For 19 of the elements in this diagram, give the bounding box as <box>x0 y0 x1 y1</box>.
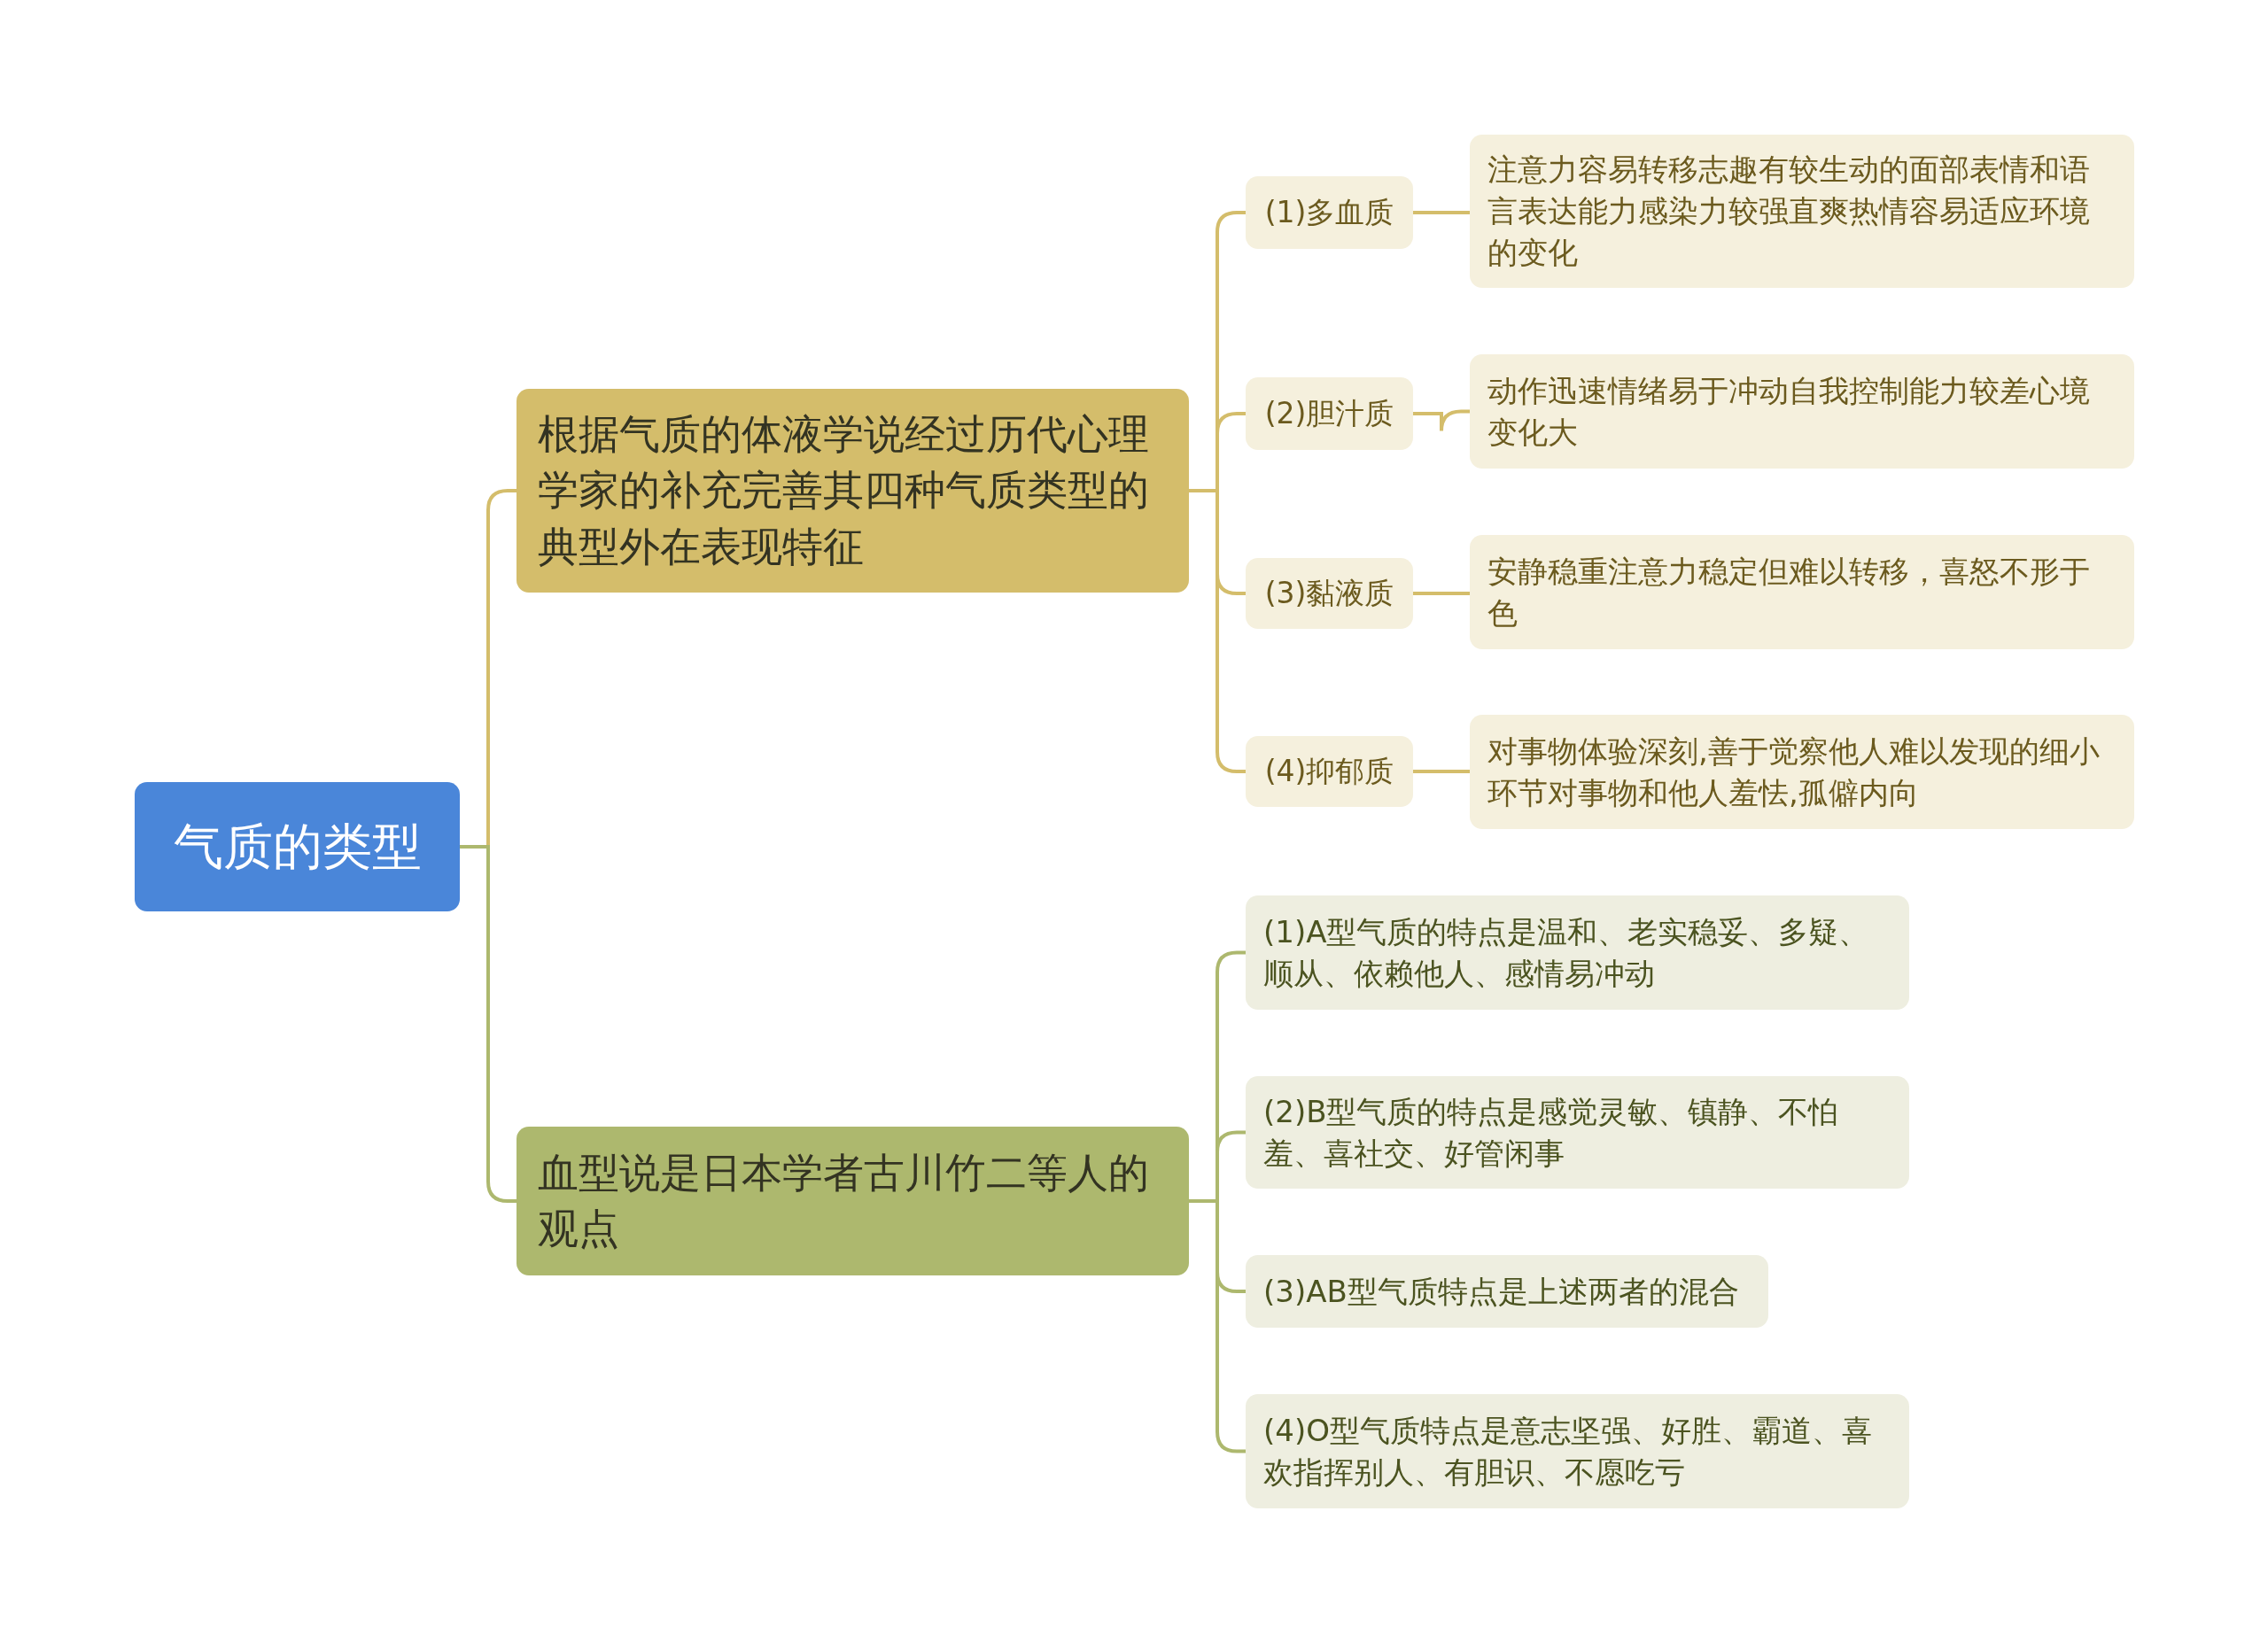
subtopic-box: (2)B型气质的特点是感觉灵敏、镇静、不怕羞、喜社交、好管闲事 <box>1246 1076 1909 1189</box>
subtopic-box: (4)抑郁质 <box>1246 736 1413 807</box>
subtopic-box: (1)多血质 <box>1246 176 1413 249</box>
connector-line <box>1413 592 1470 595</box>
connector-line <box>1413 409 1470 433</box>
subtopic-box: (2)胆汁质 <box>1246 377 1413 450</box>
subtopic-box: (1)A型气质的特点是温和、老实稳妥、多疑、顺从、依赖他人、感情易冲动 <box>1246 895 1909 1010</box>
detail-box: 动作迅速情绪易于冲动自我控制能力较差心境变化大 <box>1470 354 2134 469</box>
detail-box: 注意力容易转移志趣有较生动的面部表情和语言表达能力感染力较强直爽热情容易适应环境的变化 <box>1470 135 2134 288</box>
connector-line <box>1413 770 1470 773</box>
topic-box: 血型说是日本学者古川竹二等人的观点 <box>517 1127 1189 1275</box>
root-topic-box: 气质的类型 <box>135 782 460 911</box>
topic-box: 根据气质的体液学说经过历代心理学家的补充完善其四种气质类型的典型外在表现特征 <box>517 389 1189 593</box>
subtopic-box: (3)黏液质 <box>1246 558 1413 629</box>
subtopic-box: (3)AB型气质特点是上述两者的混合 <box>1246 1255 1768 1328</box>
detail-box: 对事物体验深刻,善于觉察他人难以发现的细小环节对事物和他人羞怯,孤僻内向 <box>1470 715 2134 829</box>
detail-box: 安静稳重注意力稳定但难以转移，喜怒不形于色 <box>1470 535 2134 649</box>
connector-line <box>1413 211 1470 214</box>
subtopic-box: (4)O型气质特点是意志坚强、好胜、霸道、喜欢指挥别人、有胆识、不愿吃亏 <box>1246 1394 1909 1508</box>
